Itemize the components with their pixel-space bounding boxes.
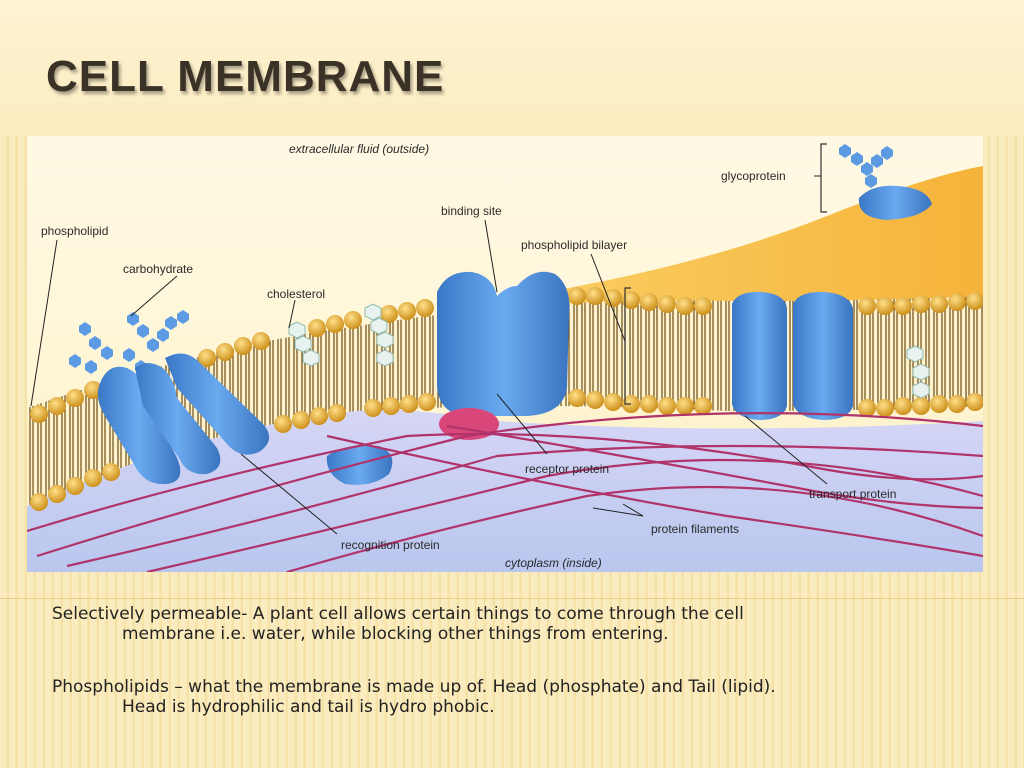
membrane-illustration: extracellular fluid (outside) glycoprote… — [27, 142, 983, 572]
glycoprotein-shape — [858, 185, 932, 220]
carbohydrate-chain — [69, 310, 189, 374]
divider — [0, 598, 1024, 599]
label-extracellular: extracellular fluid (outside) — [289, 142, 429, 156]
title-band — [0, 0, 1024, 135]
paragraph-selectively-permeable: Selectively permeable- A plant cell allo… — [52, 604, 952, 644]
leader-lines — [30, 175, 828, 535]
cholesterol-molecules — [288, 303, 930, 399]
label-protein-filaments: protein filaments — [651, 522, 739, 536]
label-phospholipid-bilayer: phospholipid bilayer — [521, 238, 627, 252]
bilayer-bracket — [624, 287, 631, 405]
lower-lipid-heads — [30, 389, 983, 511]
label-carbohydrate: carbohydrate — [123, 262, 193, 276]
slide-title: CELL MEMBRANE — [46, 52, 445, 101]
upper-lipid-heads — [30, 287, 983, 423]
label-transport-protein: transport protein — [809, 487, 896, 501]
label-binding-site: binding site — [441, 204, 502, 218]
cell-membrane-diagram: extracellular fluid (outside) glycoprote… — [27, 136, 983, 572]
paragraph2-line1: Phospholipids – what the membrane is mad… — [52, 677, 776, 697]
label-cytoplasm: cytoplasm (inside) — [505, 556, 602, 570]
label-receptor-protein: receptor protein — [525, 462, 609, 476]
receptor-protein-shape — [437, 271, 570, 416]
paragraph2-line2: Head is hydrophilic and tail is hydro ph… — [122, 697, 495, 717]
paragraph1-line2: membrane i.e. water, while blocking othe… — [122, 624, 669, 644]
label-glycoprotein: glycoprotein — [721, 169, 786, 183]
glycoprotein-bracket — [820, 143, 827, 213]
label-cholesterol: cholesterol — [267, 287, 325, 301]
protein-filaments — [27, 412, 983, 572]
glycoprotein-sugars — [839, 144, 893, 188]
cytoplasm-region — [27, 406, 983, 572]
transport-protein-shape — [732, 291, 853, 420]
recognition-protein-shape — [97, 353, 393, 485]
label-recognition-protein: recognition protein — [341, 538, 440, 552]
paragraph-phospholipids: Phospholipids – what the membrane is mad… — [52, 677, 952, 717]
paragraph1-line1: Selectively permeable- A plant cell allo… — [52, 604, 744, 624]
label-phospholipid: phospholipid — [41, 224, 108, 238]
